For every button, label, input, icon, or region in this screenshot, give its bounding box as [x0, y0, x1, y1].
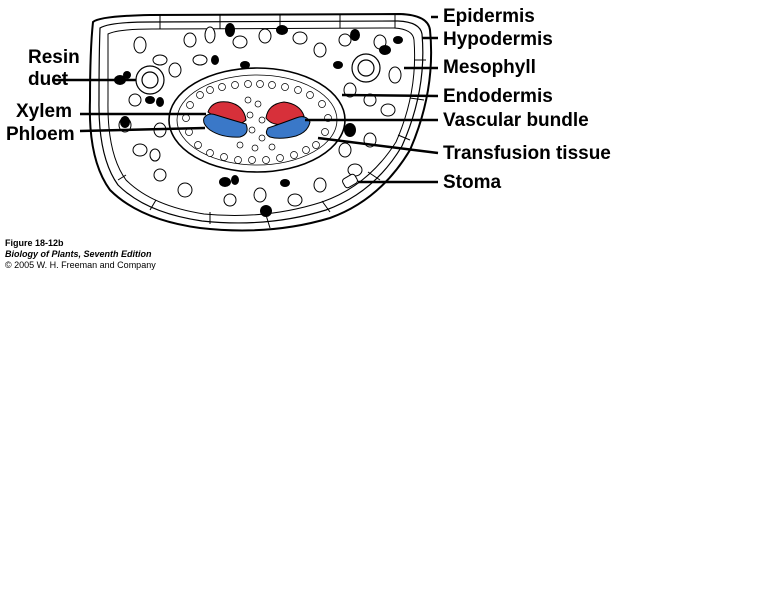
resin-duct-right: [351, 53, 381, 83]
copyright: © 2005 W. H. Freeman and Company: [5, 260, 156, 270]
stoma-label: Stoma: [443, 172, 502, 193]
phloem-right: [265, 116, 311, 139]
hypodermis-cells: [96, 14, 426, 229]
xylem-label: Xylem: [16, 101, 72, 122]
transfusion-tissue: [182, 80, 332, 164]
transfusion-tissue-label: Transfusion tissue: [443, 143, 611, 164]
stoma: [342, 173, 358, 189]
endodermis-label: Endodermis: [443, 86, 553, 107]
phloem-label: Phloem: [6, 124, 75, 145]
vascular-bundle-label: Vascular bundle: [443, 110, 589, 131]
leader-lines: [52, 15, 439, 184]
hypodermis-label: Hypodermis: [443, 29, 553, 50]
phloem-left: [203, 113, 248, 138]
chloroplast-clusters: [114, 23, 403, 217]
epidermis-layer: [98, 20, 424, 224]
duct-label: duct: [28, 69, 69, 90]
epidermis-label: Epidermis: [443, 6, 535, 27]
figure-number: Figure 18-12b: [5, 238, 64, 248]
mesophyll-label: Mesophyll: [443, 57, 536, 78]
book-title: Biology of Plants, Seventh Edition: [5, 249, 152, 259]
hypodermis-layer: [107, 27, 416, 216]
resin-label: Resin: [28, 47, 80, 68]
